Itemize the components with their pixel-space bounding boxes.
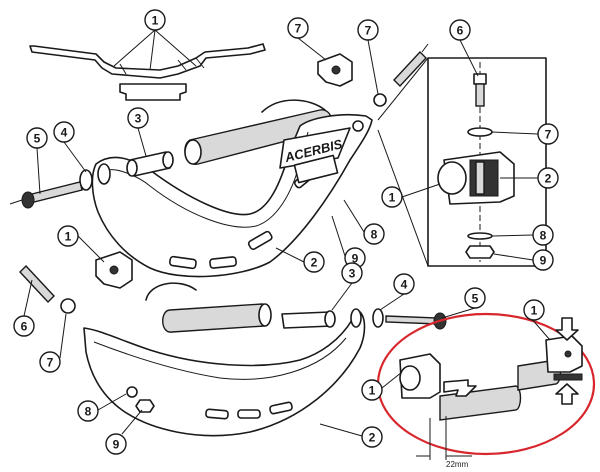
callout-number: 9 (352, 252, 359, 266)
callout-c6-top: 6 (449, 19, 471, 41)
callout-number: 7 (545, 128, 552, 142)
handguard-upper: ACERBIS (9, 99, 373, 278)
callout-c3-top: 3 (127, 107, 149, 129)
callout-circle (57, 225, 79, 247)
callout-c9-detail: 9 (532, 249, 554, 271)
callout-circle (287, 17, 309, 39)
callout-c2-top: 2 (303, 251, 325, 273)
callout-number: 4 (401, 278, 408, 292)
callout-number: 2 (545, 172, 552, 186)
inset-install-detail: 22mm (376, 312, 596, 469)
callout-number: 2 (369, 431, 376, 445)
callout-circle (39, 351, 61, 373)
callout-circle (144, 9, 166, 31)
callout-c1-handlebar: 1 (144, 9, 166, 31)
callout-c7-mid: 7 (39, 351, 61, 373)
callout-number: 1 (389, 191, 396, 205)
callout-c5-top: 5 (26, 127, 48, 149)
callout-circle (537, 167, 559, 189)
callout-number: 1 (369, 384, 376, 398)
handguard-lower (19, 251, 447, 437)
callout-circle (53, 121, 75, 143)
callout-number: 5 (472, 292, 479, 306)
callout-c7-top: 7 (287, 17, 309, 39)
callout-circle (532, 249, 554, 271)
dimension-label: 22mm (446, 460, 469, 469)
callout-circle (537, 123, 559, 145)
callout-c1-inset-l: 1 (361, 379, 383, 401)
callout-number: 3 (135, 112, 142, 126)
callout-c1-detail: 1 (381, 186, 403, 208)
callout-number: 3 (349, 267, 356, 281)
callout-c8-bot: 8 (77, 400, 99, 422)
callout-circle (303, 251, 325, 273)
callout-number: 1 (65, 230, 72, 244)
handlebar (29, 43, 266, 101)
callout-circle (464, 287, 486, 309)
callout-c7-detail: 7 (537, 123, 559, 145)
callout-circle (127, 107, 149, 129)
callout-circle (77, 400, 99, 422)
callout-c7-top-b: 7 (357, 19, 379, 41)
callout-c1-inset-r: 1 (523, 299, 545, 321)
callout-number: 1 (152, 14, 159, 28)
callout-number: 9 (540, 254, 547, 268)
callout-circle (341, 262, 363, 284)
callout-circle (532, 224, 554, 246)
leader-lines (23, 29, 551, 437)
callout-circle (381, 186, 403, 208)
callout-circle (357, 19, 379, 41)
callout-number: 7 (365, 24, 372, 38)
callout-circle (363, 223, 385, 245)
callout-number: 4 (61, 126, 68, 140)
callout-circle (523, 299, 545, 321)
callout-number: 7 (47, 356, 54, 370)
callout-c5-mid: 5 (464, 287, 486, 309)
callout-number: 8 (540, 229, 547, 243)
callout-number: 6 (21, 320, 28, 334)
callout-number: 8 (85, 405, 92, 419)
callout-circle (361, 379, 383, 401)
callout-circle (13, 315, 35, 337)
callout-c4-mid: 4 (393, 273, 415, 295)
callout-number: 7 (295, 22, 302, 36)
detail-box (377, 57, 547, 267)
callout-circle (105, 433, 127, 455)
callout-number: 8 (371, 228, 378, 242)
callout-c2-bot: 2 (361, 426, 383, 448)
callout-number: 9 (113, 438, 120, 452)
callout-c6-mid: 6 (13, 315, 35, 337)
callout-circle (393, 273, 415, 295)
callout-number: 1 (531, 304, 538, 318)
callout-number: 6 (457, 24, 464, 38)
callout-c8-detail: 8 (532, 224, 554, 246)
callout-circle (361, 426, 383, 448)
callout-c2-detail: 2 (537, 167, 559, 189)
callout-c3-mid: 3 (341, 262, 363, 284)
callout-c9-bot: 9 (105, 433, 127, 455)
callout-number: 5 (34, 132, 41, 146)
callout-c4-top: 4 (53, 121, 75, 143)
callout-circle (26, 127, 48, 149)
callout-number: 2 (311, 256, 318, 270)
callout-c8-top: 8 (363, 223, 385, 245)
upper-clamp-parts (317, 43, 429, 107)
callout-circle (449, 19, 471, 41)
callout-c1-mid: 1 (57, 225, 79, 247)
